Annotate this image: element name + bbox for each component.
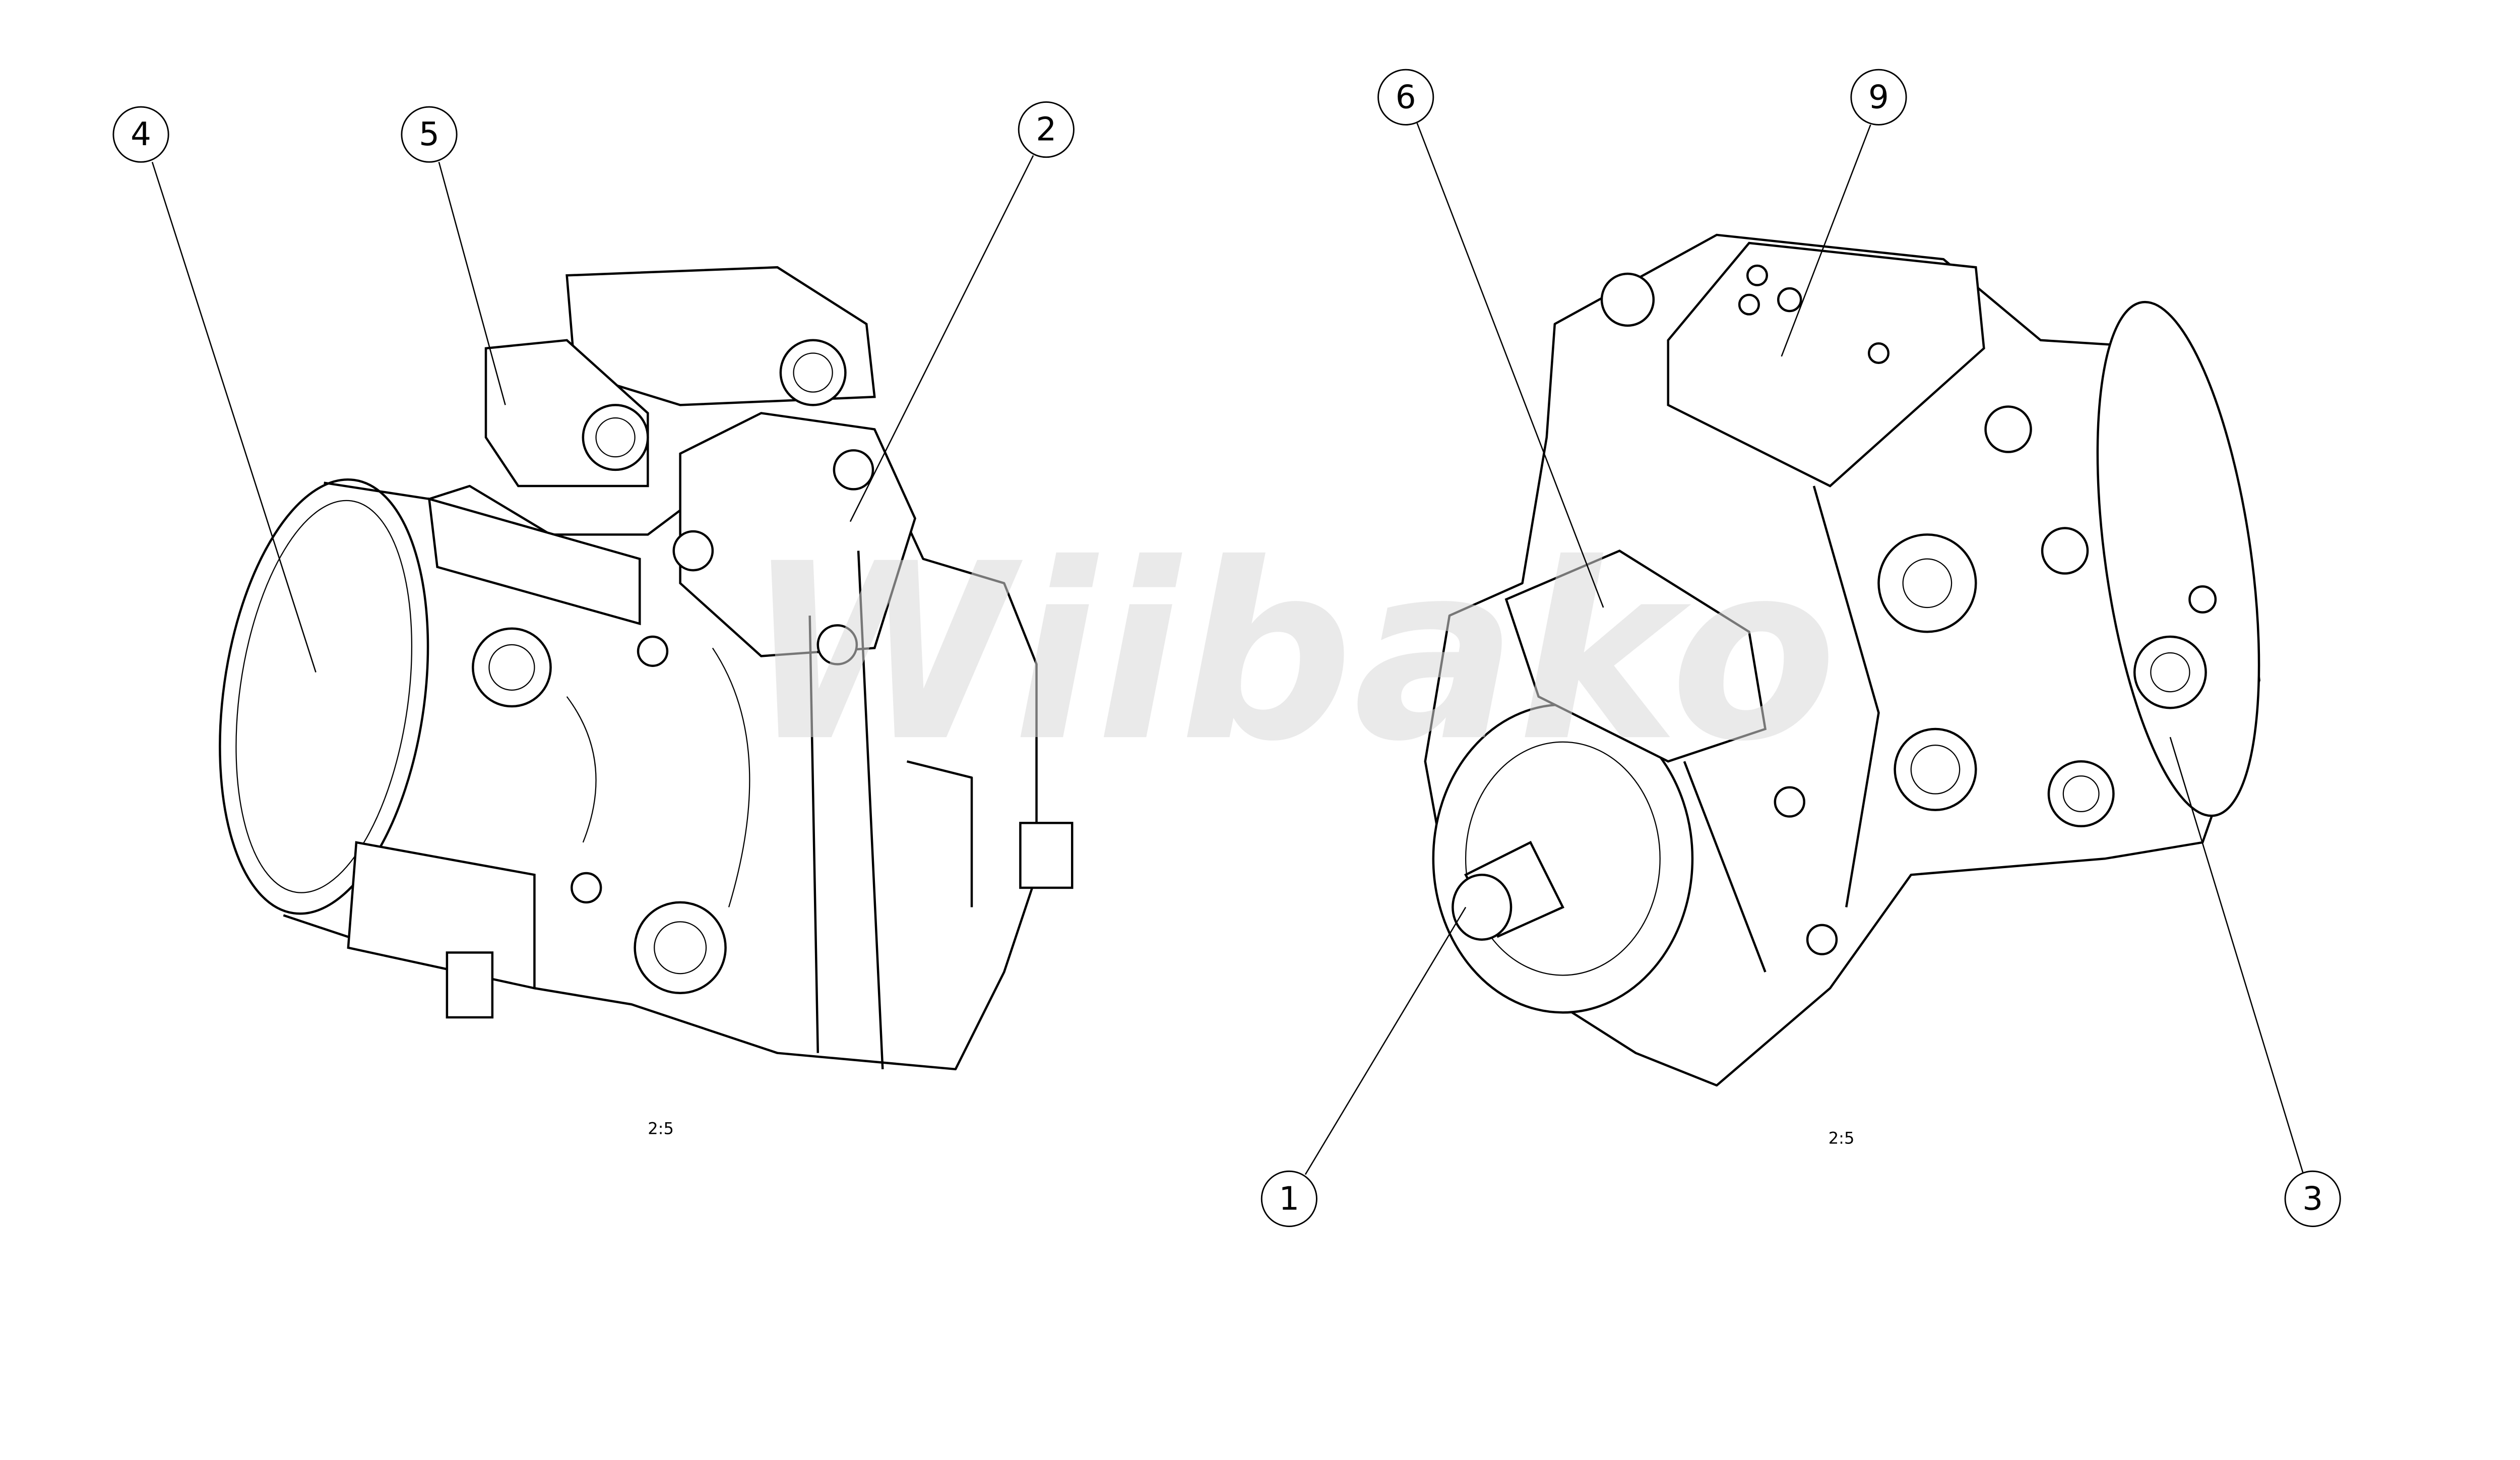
scale-label-left: 2:5: [648, 1119, 674, 1138]
technical-drawing: Wiibako 4 5 2 6 9 1 3 2:5 2:5: [112, 69, 2341, 1227]
callout-label: 3: [2302, 1180, 2323, 1218]
callout-6: 6: [1377, 69, 1604, 608]
drawing-canvas: Wiibako 4 5 2 6 9 1 3 2:5 2:5: [112, 69, 2341, 1227]
callout-label: 5: [419, 115, 439, 153]
callout-9: 9: [1781, 69, 1907, 357]
callout-label: 6: [1396, 78, 1416, 116]
callout-3: 3: [2169, 737, 2341, 1227]
right-pump-drawing: [1424, 233, 2260, 1087]
scale-label-right: 2:5: [1829, 1129, 1855, 1148]
callout-4: 4: [112, 106, 317, 673]
callout-5: 5: [401, 106, 506, 405]
callout-label: 1: [1279, 1180, 1299, 1218]
callout-label: 4: [131, 115, 151, 153]
callout-label: 2: [1036, 111, 1056, 149]
left-pump-drawing: [219, 266, 1074, 1071]
callout-label: 9: [1868, 78, 1889, 116]
callout-2: 2: [849, 101, 1075, 522]
callout-1: 1: [1261, 906, 1467, 1227]
